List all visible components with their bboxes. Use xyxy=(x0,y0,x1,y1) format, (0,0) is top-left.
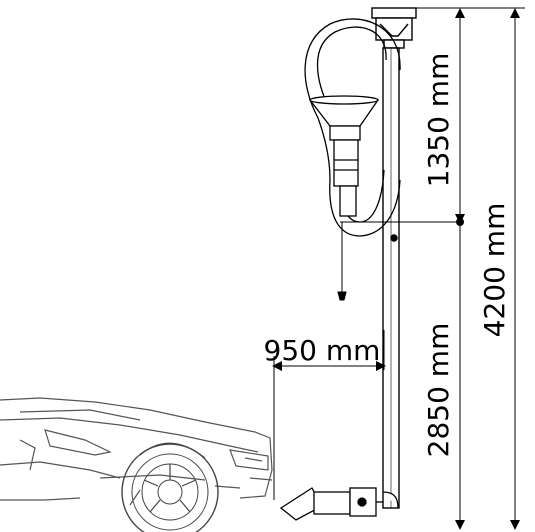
car-illustration xyxy=(0,397,273,506)
dimension-label-950: 950 mm xyxy=(264,334,381,367)
ceiling-mount-bracket xyxy=(371,7,525,49)
dimension-label-1350: 1350 mm xyxy=(422,53,455,188)
car-wheel xyxy=(121,442,219,532)
dimension-label-2850: 2850 mm xyxy=(422,323,455,458)
tailpipe-nozzle xyxy=(279,487,399,521)
vertical-mast xyxy=(382,47,400,509)
dimension-lines xyxy=(272,7,520,530)
pull-cord xyxy=(337,222,347,301)
hose-funnel xyxy=(308,95,380,217)
dimension-label-4200: 4200 mm xyxy=(478,203,511,338)
